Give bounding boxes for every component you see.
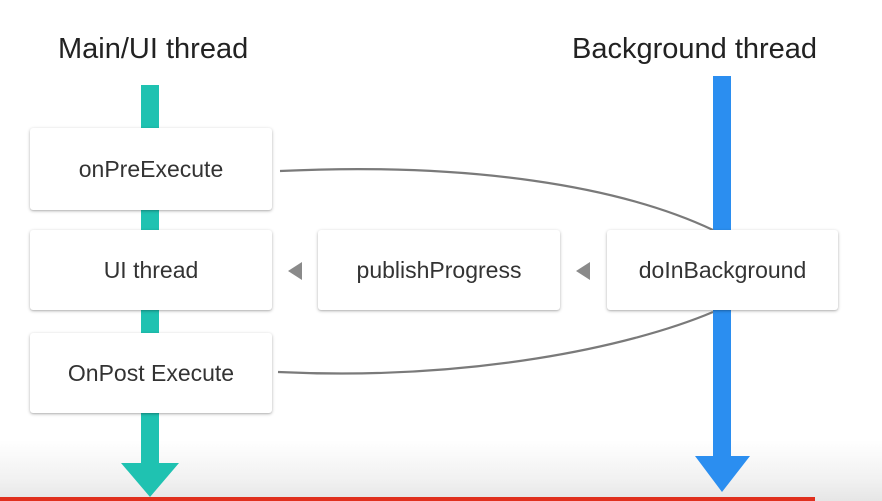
publish-progress-label: publishProgress bbox=[356, 256, 522, 283]
video-progress-bar[interactable] bbox=[0, 497, 815, 501]
triangle-left-icon bbox=[576, 262, 590, 280]
background-thread-arrow-head bbox=[695, 456, 750, 492]
ui-thread-label: UI thread bbox=[103, 256, 199, 283]
post-execute-connector bbox=[277, 310, 714, 375]
do-in-background-label: doInBackground bbox=[638, 256, 807, 283]
on-post-execute-box: OnPost Execute bbox=[30, 333, 272, 413]
main-thread-heading: Main/UI thread bbox=[58, 33, 249, 65]
background-thread-heading: Background thread bbox=[572, 33, 818, 65]
triangle-left-icon bbox=[288, 262, 302, 280]
on-post-execute-label: OnPost Execute bbox=[67, 359, 235, 386]
main-thread-arrow-head bbox=[121, 463, 179, 497]
ui-thread-box: UI thread bbox=[30, 230, 272, 310]
on-pre-execute-box: onPreExecute bbox=[30, 128, 272, 210]
do-in-background-box: doInBackground bbox=[607, 230, 838, 310]
publish-progress-box: publishProgress bbox=[318, 230, 560, 310]
pre-execute-connector bbox=[279, 168, 714, 231]
on-pre-execute-label: onPreExecute bbox=[78, 155, 224, 182]
